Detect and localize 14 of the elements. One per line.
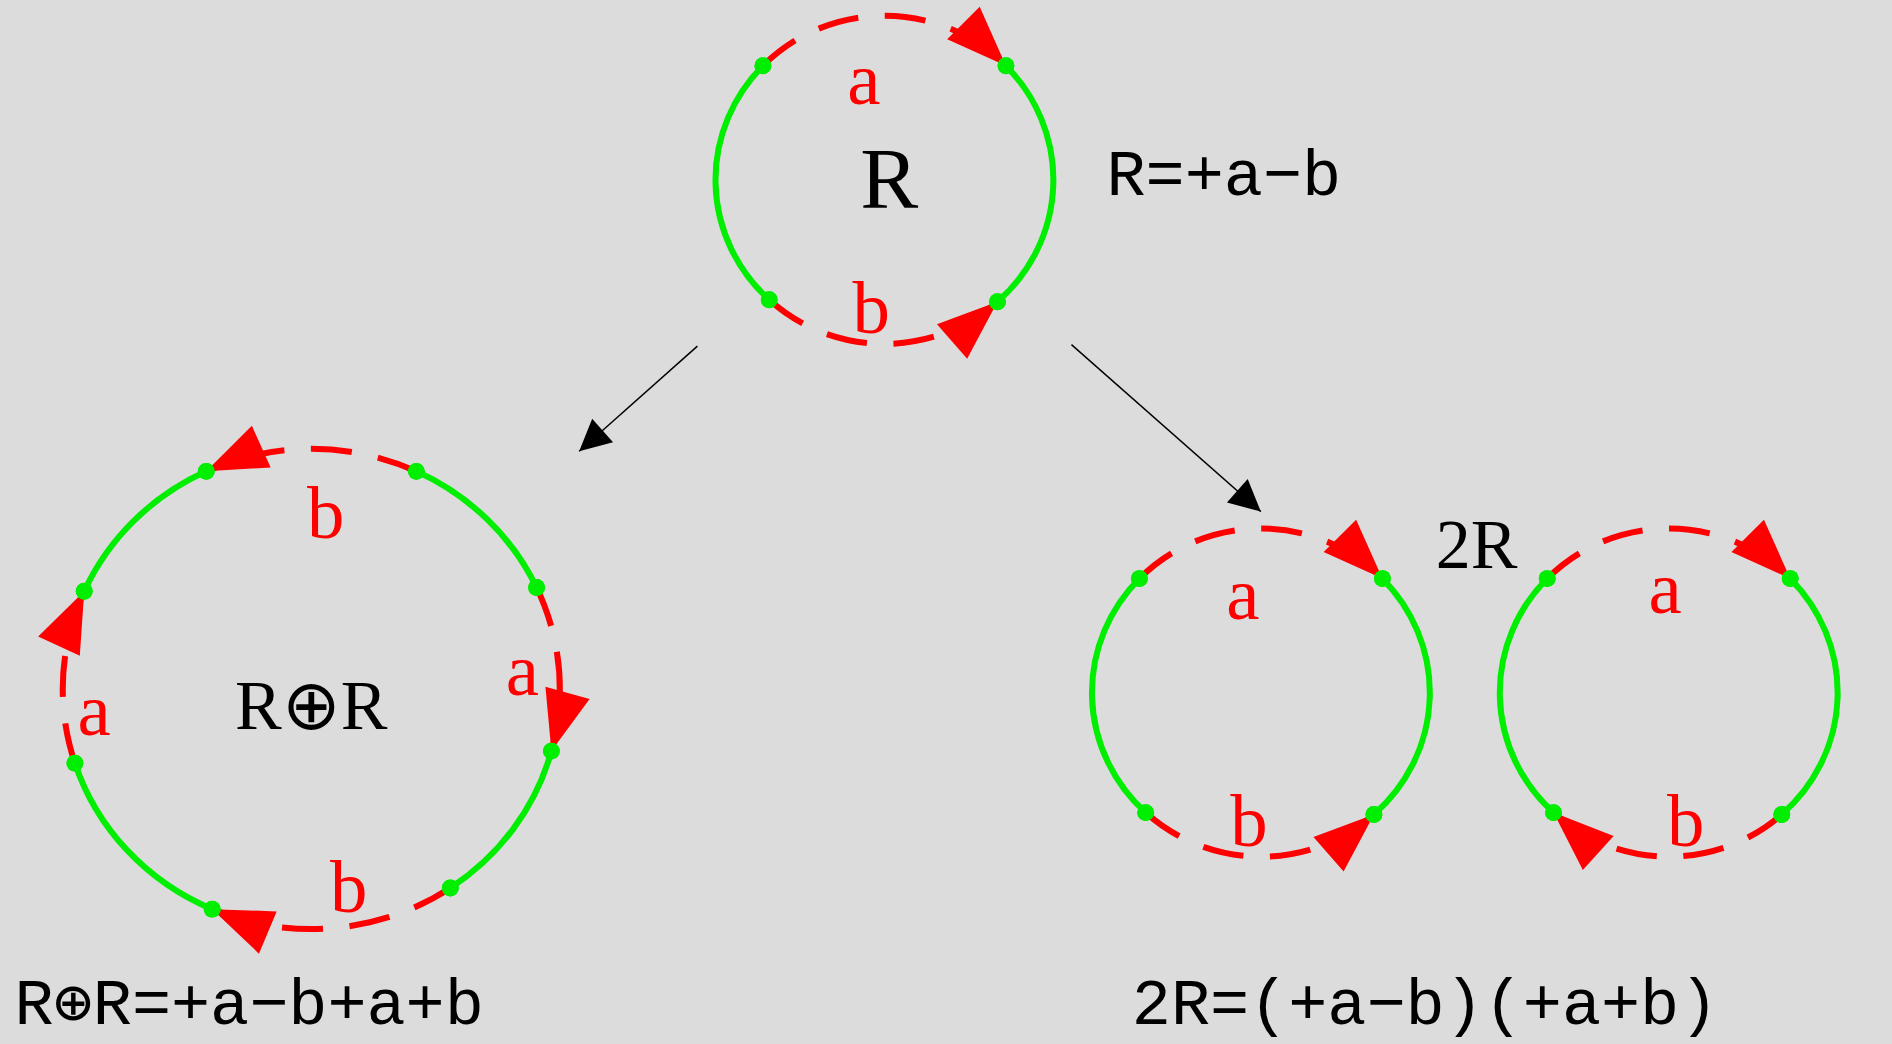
arc-label: a (847, 41, 881, 116)
arc-label: b (307, 475, 345, 551)
arrow (1070, 343, 1262, 513)
loop-label: R (860, 135, 919, 222)
arc-label: b (330, 849, 368, 925)
arc-label: a (505, 632, 540, 708)
arc-label: a (77, 672, 111, 747)
formula: 2R=(+a−b)(+a+b) (1131, 974, 1719, 1041)
loop-label: 2R (1435, 510, 1518, 581)
formula: R⊕R=+a−b+a+b (14, 974, 484, 1041)
loop-label: R⊕R (235, 670, 388, 741)
arc-label: b (852, 270, 890, 346)
formula: R=+a−b (1106, 146, 1342, 212)
arrow (578, 345, 699, 452)
